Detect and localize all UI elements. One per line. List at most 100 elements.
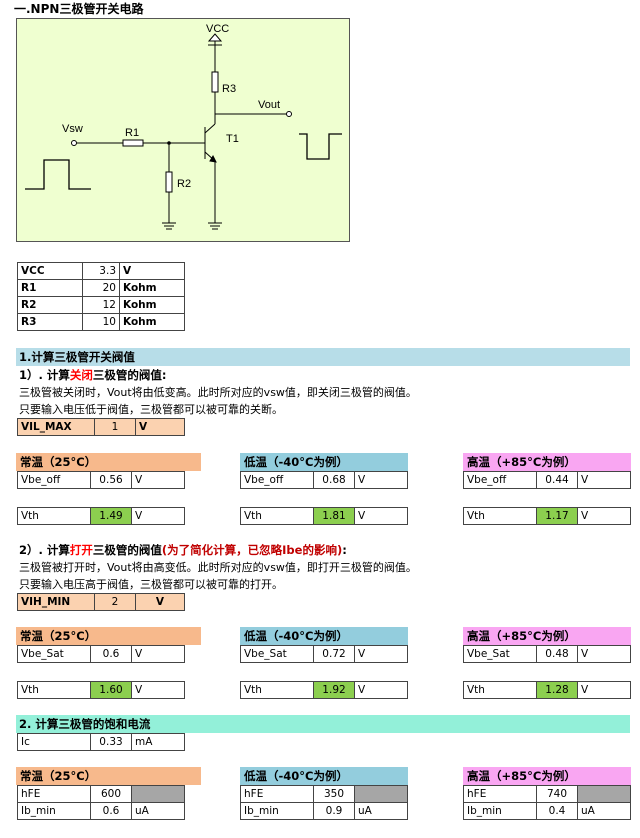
subheading-prefix: 1）. 计算 [19, 368, 70, 382]
subheading-keyword: 关闭 [69, 368, 93, 382]
ic-row: Ic 0.33 mA [17, 733, 185, 751]
param-label: Vbe_off [17, 471, 91, 489]
param-name: VCC [17, 262, 83, 280]
hfe-value: 740 [536, 785, 578, 803]
vth-room: Vth 1.49 V [17, 507, 185, 525]
label-vcc: VCC [206, 23, 229, 35]
group-header-high-temp: 高温（+85°C为例） [463, 627, 631, 645]
ib-value: 0.9 [313, 802, 355, 820]
vth-on-low: Vth 1.92 V [240, 681, 408, 699]
ib-unit: uA [354, 802, 408, 820]
group-header-high-temp: 高温（+85°C为例） [463, 767, 631, 785]
group-header-room-temp: 常温（25°C） [16, 453, 201, 471]
page-title: 一.NPN三极管开关电路 [14, 2, 144, 16]
subheading-suffix: 三极管的阀值 [92, 543, 162, 557]
ib-value: 0.4 [536, 802, 578, 820]
hfe-unit-blank [354, 785, 408, 803]
param-unit: Kohm [119, 313, 185, 331]
vil-value: 1 [94, 418, 136, 436]
vil-max-row: VIL_MAX 1 V [17, 418, 185, 436]
label-r2: R2 [177, 178, 191, 190]
saturation-room: hFE 600 Ib_min 0.6 uA [17, 785, 185, 820]
vth-label: Vth [17, 507, 91, 525]
param-unit: V [577, 471, 631, 489]
vth-value: 1.28 [536, 681, 578, 699]
subheading-keyword: 打开 [69, 543, 93, 557]
vbe-off-room: Vbe_off 0.56 V [17, 471, 185, 489]
param-label: Vbe_off [240, 471, 314, 489]
ib-unit: uA [577, 802, 631, 820]
param-value: 10 [82, 313, 120, 331]
subheading-on-threshold: 2）. 计算打开三极管的阀值(为了简化计算，已忽略Ibe的影响): [19, 542, 347, 558]
section-heading-saturation: 2. 计算三极管的饱和电流 [16, 715, 630, 733]
junction-dot [167, 141, 171, 145]
section-heading-threshold: 1.计算三极管开关阀值 [16, 348, 630, 366]
npn-switch-schematic: VCC R3 Vout Vsw R1 T1 R2 [25, 23, 342, 230]
param-unit: V [119, 262, 185, 280]
subheading-off-threshold: 1）. 计算关闭三极管的阀值: [19, 367, 166, 383]
hfe-label: hFE [240, 785, 314, 803]
subheading-note: (为了简化计算，已忽略Ibe的影响) [161, 543, 343, 557]
param-label: Vbe_off [463, 471, 537, 489]
table-row: R2 12 Kohm [17, 296, 185, 314]
vth-unit: V [577, 507, 631, 525]
group-header-low-temp: 低温（-40°C为例） [240, 767, 408, 785]
vth-on-room: Vth 1.60 V [17, 681, 185, 699]
ic-value: 0.33 [90, 733, 132, 751]
table-row: R1 20 Kohm [17, 279, 185, 297]
param-label: Vbe_Sat [240, 645, 314, 663]
vth-unit: V [354, 507, 408, 525]
vth-unit: V [131, 681, 185, 699]
param-unit: V [354, 471, 408, 489]
group-header-low-temp: 低温（-40°C为例） [240, 453, 408, 471]
hfe-value: 350 [313, 785, 355, 803]
param-unit: Kohm [119, 296, 185, 314]
hfe-label: hFE [463, 785, 537, 803]
param-value: 0.44 [536, 471, 578, 489]
vth-value: 1.92 [313, 681, 355, 699]
vth-label: Vth [463, 681, 537, 699]
saturation-low: hFE 350 Ib_min 0.9 uA [240, 785, 408, 820]
param-value: 12 [82, 296, 120, 314]
param-name: R2 [17, 296, 83, 314]
description-line: 只要输入电压低于阀值，三极管都可以被可靠的关断。 [19, 403, 283, 416]
label-r1: R1 [125, 127, 139, 139]
vih-value: 2 [94, 593, 136, 611]
parameter-table: VCC 3.3 V R1 20 Kohm R2 12 Kohm R3 10 Ko… [17, 262, 185, 331]
vbe-sat-low: Vbe_Sat 0.72 V [240, 645, 408, 663]
subheading-suffix: 三极管的阀值: [92, 368, 167, 382]
vih-min-row: VIH_MIN 2 V [17, 593, 185, 611]
param-label: Vbe_Sat [17, 645, 91, 663]
vth-unit: V [131, 507, 185, 525]
ib-label: Ib_min [240, 802, 314, 820]
group-header-high-temp: 高温（+85°C为例） [463, 453, 631, 471]
vth-value: 1.81 [313, 507, 355, 525]
vth-low: Vth 1.81 V [240, 507, 408, 525]
param-value: 0.56 [90, 471, 132, 489]
vth-unit: V [354, 681, 408, 699]
ib-value: 0.6 [90, 802, 132, 820]
vil-unit: V [135, 418, 185, 436]
hfe-value: 600 [90, 785, 132, 803]
hfe-label: hFE [17, 785, 91, 803]
vbe-off-low: Vbe_off 0.68 V [240, 471, 408, 489]
description-line: 三极管被打开时，Vout将由高变低。此时所对应的vsw值，即打开三极管的阀值。 [19, 561, 417, 574]
ic-label: Ic [17, 733, 91, 751]
param-unit: Kohm [119, 279, 185, 297]
vth-label: Vth [240, 507, 314, 525]
table-row: VCC 3.3 V [17, 262, 185, 280]
param-name: R3 [17, 313, 83, 331]
ib-label: Ib_min [463, 802, 537, 820]
saturation-high: hFE 740 Ib_min 0.4 uA [463, 785, 631, 820]
description-line: 三极管被关闭时，Vout将由低变高。此时所对应的vsw值，即关闭三极管的阀值。 [19, 386, 417, 399]
subheading-prefix: 2）. 计算 [19, 543, 70, 557]
param-unit: V [577, 645, 631, 663]
subheading-colon: : [342, 543, 347, 557]
label-vout: Vout [258, 99, 280, 111]
vih-label: VIH_MIN [17, 593, 95, 611]
ib-label: Ib_min [17, 802, 91, 820]
vil-label: VIL_MAX [17, 418, 95, 436]
label-vsw: Vsw [62, 123, 83, 135]
param-unit: V [131, 645, 185, 663]
ib-unit: uA [131, 802, 185, 820]
